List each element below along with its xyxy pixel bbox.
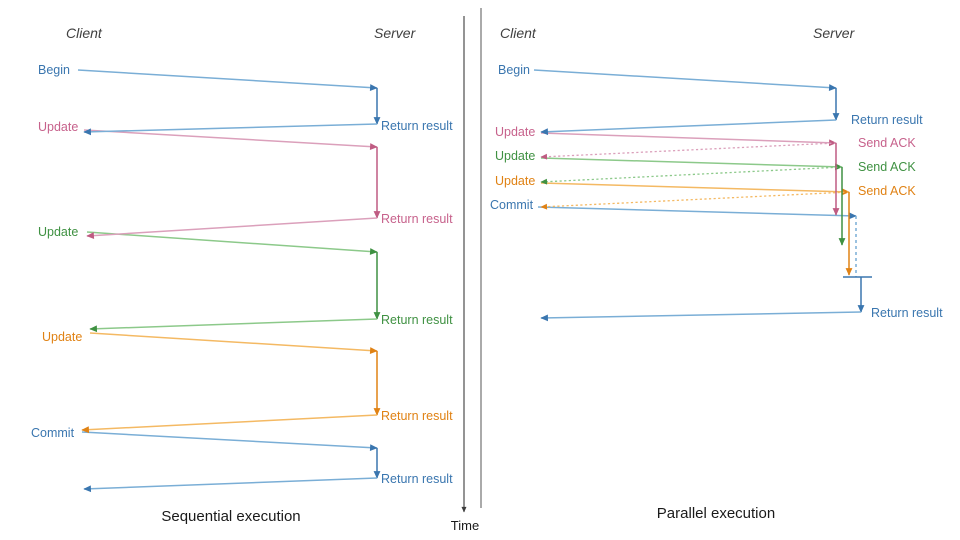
sequential-label-begin: Begin: [38, 63, 70, 77]
parallel-label-return-1: Return result: [851, 113, 923, 127]
parallel-ack-3: [540, 191, 850, 210]
sequential-label-return-3: Return result: [381, 313, 453, 327]
parallel-label-return-2: Return result: [871, 306, 943, 320]
sequential-commit-request: [81, 431, 378, 452]
parallel-label-update-2: Update: [495, 149, 535, 163]
sequential-update2-response: [89, 318, 378, 333]
sequential-update1-request: [83, 129, 378, 151]
parallel-label-update-3: Update: [495, 174, 535, 188]
time-axis-label: Time: [451, 518, 479, 533]
sequential-begin-response: [83, 123, 378, 136]
sequential-label-update-1: Update: [38, 120, 78, 134]
sequential-label-return-1: Return result: [381, 119, 453, 133]
parallel-update3-request: [540, 182, 850, 196]
sequential-update3-response: [81, 414, 378, 434]
parallel-server-role: Server: [813, 25, 856, 41]
sequential-client-role: Client: [66, 25, 103, 41]
parallel-update1-request: [540, 132, 837, 147]
parallel-commit-response: [540, 311, 862, 322]
parallel-label-commit: Commit: [490, 198, 534, 212]
sequential-begin-request: [77, 69, 378, 91]
parallel-ack-2: [540, 166, 843, 185]
sequential-label-commit: Commit: [31, 426, 75, 440]
sequential-server-role: Server: [374, 25, 417, 41]
sequential-label-return-5: Return result: [381, 472, 453, 486]
sequential-caption: Sequential execution: [161, 508, 300, 525]
parallel-client-role: Client: [500, 25, 537, 41]
parallel-caption: Parallel execution: [657, 505, 775, 522]
sequential-update3-request: [89, 332, 378, 354]
parallel-label-send-ack-1: Send ACK: [858, 136, 916, 150]
parallel-label-update-1: Update: [495, 125, 535, 139]
parallel-label-begin: Begin: [498, 63, 530, 77]
parallel-update2-request: [540, 157, 843, 171]
sequential-label-return-4: Return result: [381, 409, 453, 423]
parallel-label-send-ack-2: Send ACK: [858, 160, 916, 174]
sequential-label-return-2: Return result: [381, 212, 453, 226]
lines-layer: [77, 8, 872, 513]
sequential-update1-response: [86, 217, 378, 239]
parallel-label-send-ack-3: Send ACK: [858, 184, 916, 198]
parallel-commit-request: [537, 206, 857, 220]
sequential-label-update-2: Update: [38, 225, 78, 239]
sequential-commit-response: [83, 477, 378, 493]
sequential-update2-request: [86, 231, 378, 255]
parallel-ack-1: [540, 142, 837, 160]
parallel-begin-request: [533, 69, 837, 92]
parallel-begin-response: [540, 119, 837, 136]
sequential-label-update-3: Update: [42, 330, 82, 344]
